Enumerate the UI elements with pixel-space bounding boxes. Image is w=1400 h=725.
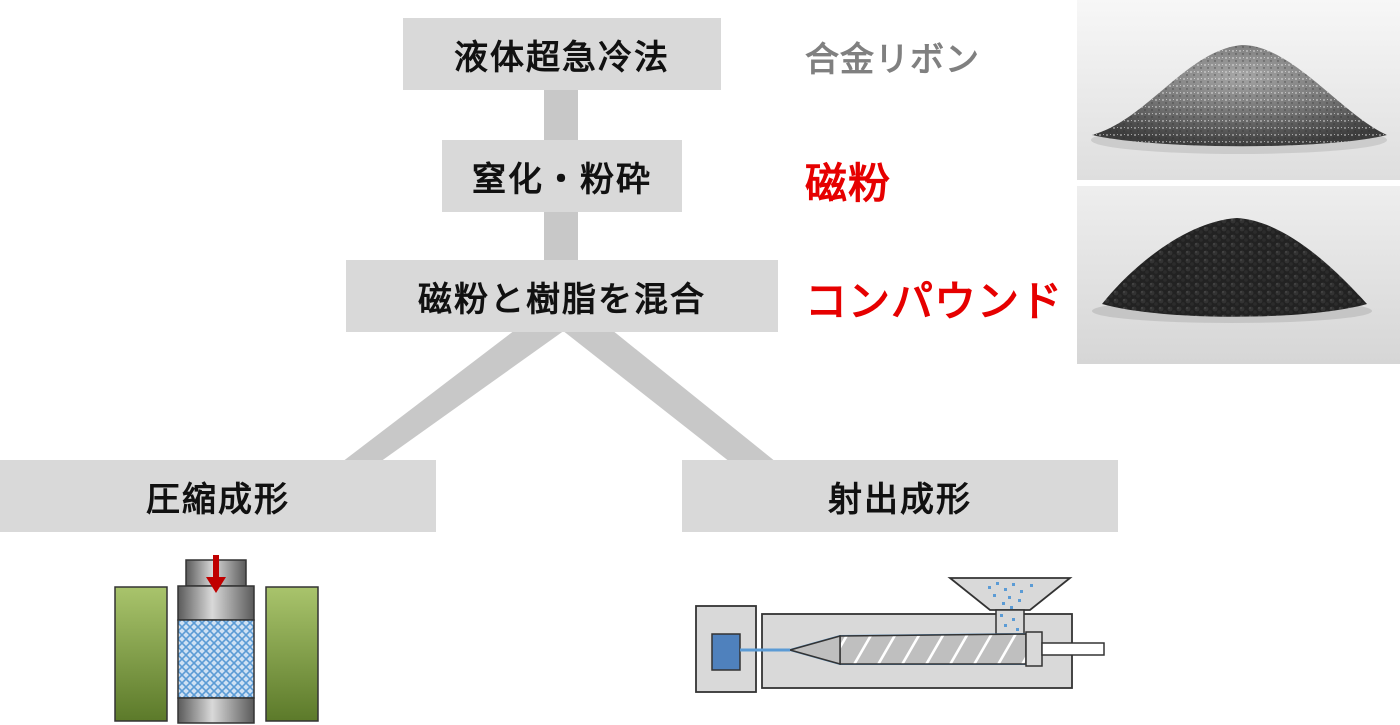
step-rapid-quench: 液体超急冷法 xyxy=(403,18,721,90)
step-nitride-grind: 窒化・粉砕 xyxy=(442,140,682,212)
injection-molding-machine-icon xyxy=(695,577,1105,693)
metal-powder-photo xyxy=(1077,0,1400,180)
connector-left-branch xyxy=(342,330,565,462)
step-mix-resin: 磁粉と樹脂を混合 xyxy=(346,260,778,332)
product-powder: 磁粉 xyxy=(805,159,892,208)
product-compound: コンパウンド xyxy=(805,277,1064,326)
connector-2 xyxy=(544,210,578,262)
product-ribbon: 合金リボン xyxy=(805,40,980,80)
compound-pellets-photo xyxy=(1077,186,1400,364)
connector-1 xyxy=(544,90,578,142)
step-injection: 射出成形 xyxy=(682,460,1118,532)
compression-mold-icon xyxy=(114,555,319,724)
step-compression: 圧縮成形 xyxy=(0,460,436,532)
connector-right-branch xyxy=(562,330,776,462)
